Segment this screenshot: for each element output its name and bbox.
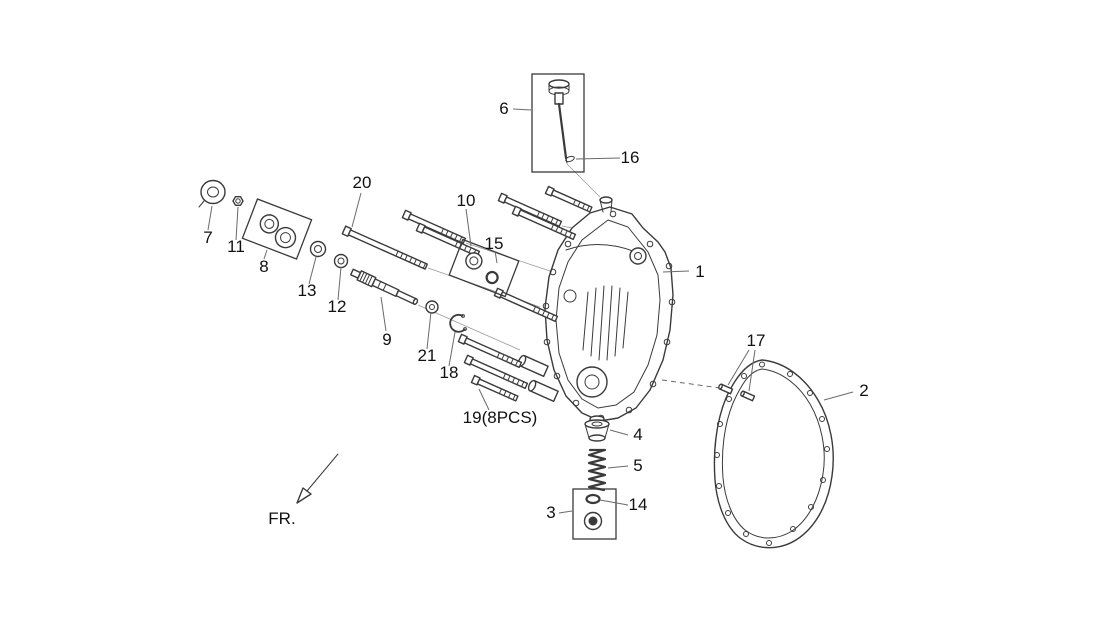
- callout-18: 18: [440, 363, 459, 382]
- seal-set-box-8: [241, 198, 313, 260]
- collar-12: [333, 253, 349, 269]
- oil-filler-cap: [198, 179, 226, 208]
- callout-2: 2: [859, 381, 868, 400]
- bushing-set-box-10: [448, 238, 520, 298]
- bolt: [544, 185, 594, 214]
- nut-11: [232, 195, 244, 207]
- bolt-20: [341, 225, 429, 272]
- plug-set-box-3: [572, 488, 617, 540]
- bolt: [511, 205, 577, 242]
- callout-3: 3: [546, 503, 555, 522]
- callout-14: 14: [629, 495, 648, 514]
- clip-16: [565, 155, 575, 163]
- washer-13: [309, 240, 327, 258]
- gasket-holes: [714, 361, 830, 546]
- gasket: [713, 359, 834, 549]
- o-ring-14: [585, 493, 601, 505]
- callout-5: 5: [633, 456, 642, 475]
- callouts: 1 2 3 4 5 6 7 8 9 10 11 12 13 14 15 16 1…: [203, 99, 868, 528]
- shaft-9: [350, 268, 419, 305]
- callout-9: 9: [382, 330, 391, 349]
- callout-15: 15: [485, 234, 504, 253]
- cover-boss-tube-1: [517, 354, 549, 378]
- callout-8: 8: [259, 257, 268, 276]
- washer-21: [425, 300, 439, 314]
- callout-17: 17: [747, 331, 766, 350]
- callout-12: 12: [328, 297, 347, 316]
- callout-11: 11: [227, 237, 245, 256]
- callout-16: 16: [621, 148, 640, 167]
- dipstick-tube: [599, 196, 613, 213]
- bolt: [401, 209, 467, 246]
- circlip-18: [449, 313, 467, 333]
- dowel-pin-2: [740, 390, 756, 402]
- front-direction-arrow: [296, 453, 339, 504]
- callout-21: 21: [418, 346, 437, 365]
- cover-bolt-holes: [542, 210, 676, 422]
- leader-lines: [207, 108, 854, 514]
- callout-10: 10: [457, 191, 476, 210]
- front-label: FR.: [268, 509, 295, 528]
- callout-20: 20: [353, 173, 372, 192]
- callout-7: 7: [203, 228, 212, 247]
- callout-13: 13: [298, 281, 317, 300]
- strainer-cap-4: [584, 419, 610, 442]
- cover-boss: [576, 366, 608, 398]
- bolt: [497, 192, 563, 229]
- cover-boss-tube-2: [527, 379, 559, 403]
- spring-5: [587, 448, 607, 492]
- crankcase-cover: [517, 196, 676, 423]
- callout-19: 19(8PCS): [463, 408, 538, 427]
- dipstick-box-6: [531, 73, 585, 173]
- callout-1: 1: [695, 262, 704, 281]
- callout-4: 4: [633, 425, 642, 444]
- cover-ribs: [565, 243, 637, 361]
- callout-6: 6: [499, 99, 508, 118]
- dowel-pin-1: [718, 383, 734, 395]
